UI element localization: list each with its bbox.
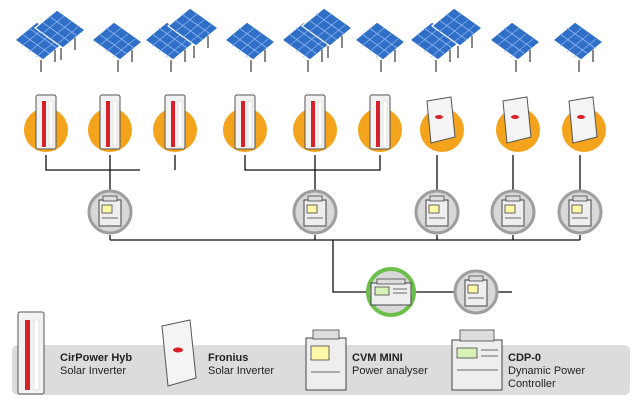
legend-cdp: CDP-0 Dynamic Power Controller <box>508 352 585 391</box>
legend-cvm-desc: Power analyser <box>352 365 428 377</box>
cirpower-legend-icon <box>17 311 45 395</box>
legend-fronius-desc: Solar Inverter <box>208 365 275 377</box>
legend-fronius-name: Fronius <box>208 352 249 364</box>
wiring <box>45 155 581 293</box>
analyser-row <box>87 189 603 235</box>
inverter-row <box>24 94 606 152</box>
legend-cdp-desc-line2: Controller <box>508 378 556 390</box>
legend-cirpower: CirPower Hyb Solar Inverter <box>60 352 132 378</box>
control-row <box>366 267 499 317</box>
legend-cirpower-desc: Solar Inverter <box>60 365 127 377</box>
fronius-legend-icon <box>161 319 197 387</box>
legend-fronius: Fronius Solar Inverter <box>208 352 274 378</box>
legend-cvm: CVM MINI Power analyser <box>352 352 428 378</box>
legend-cvm-name: CVM MINI <box>352 352 403 364</box>
legend-cdp-name: CDP-0 <box>508 352 542 364</box>
legend-cdp-desc-line1: Dynamic Power <box>508 365 586 377</box>
cvm-legend-icon <box>305 329 347 391</box>
cdp-legend-icon <box>451 329 503 391</box>
legend-cirpower-name: CirPower Hyb <box>60 352 133 364</box>
